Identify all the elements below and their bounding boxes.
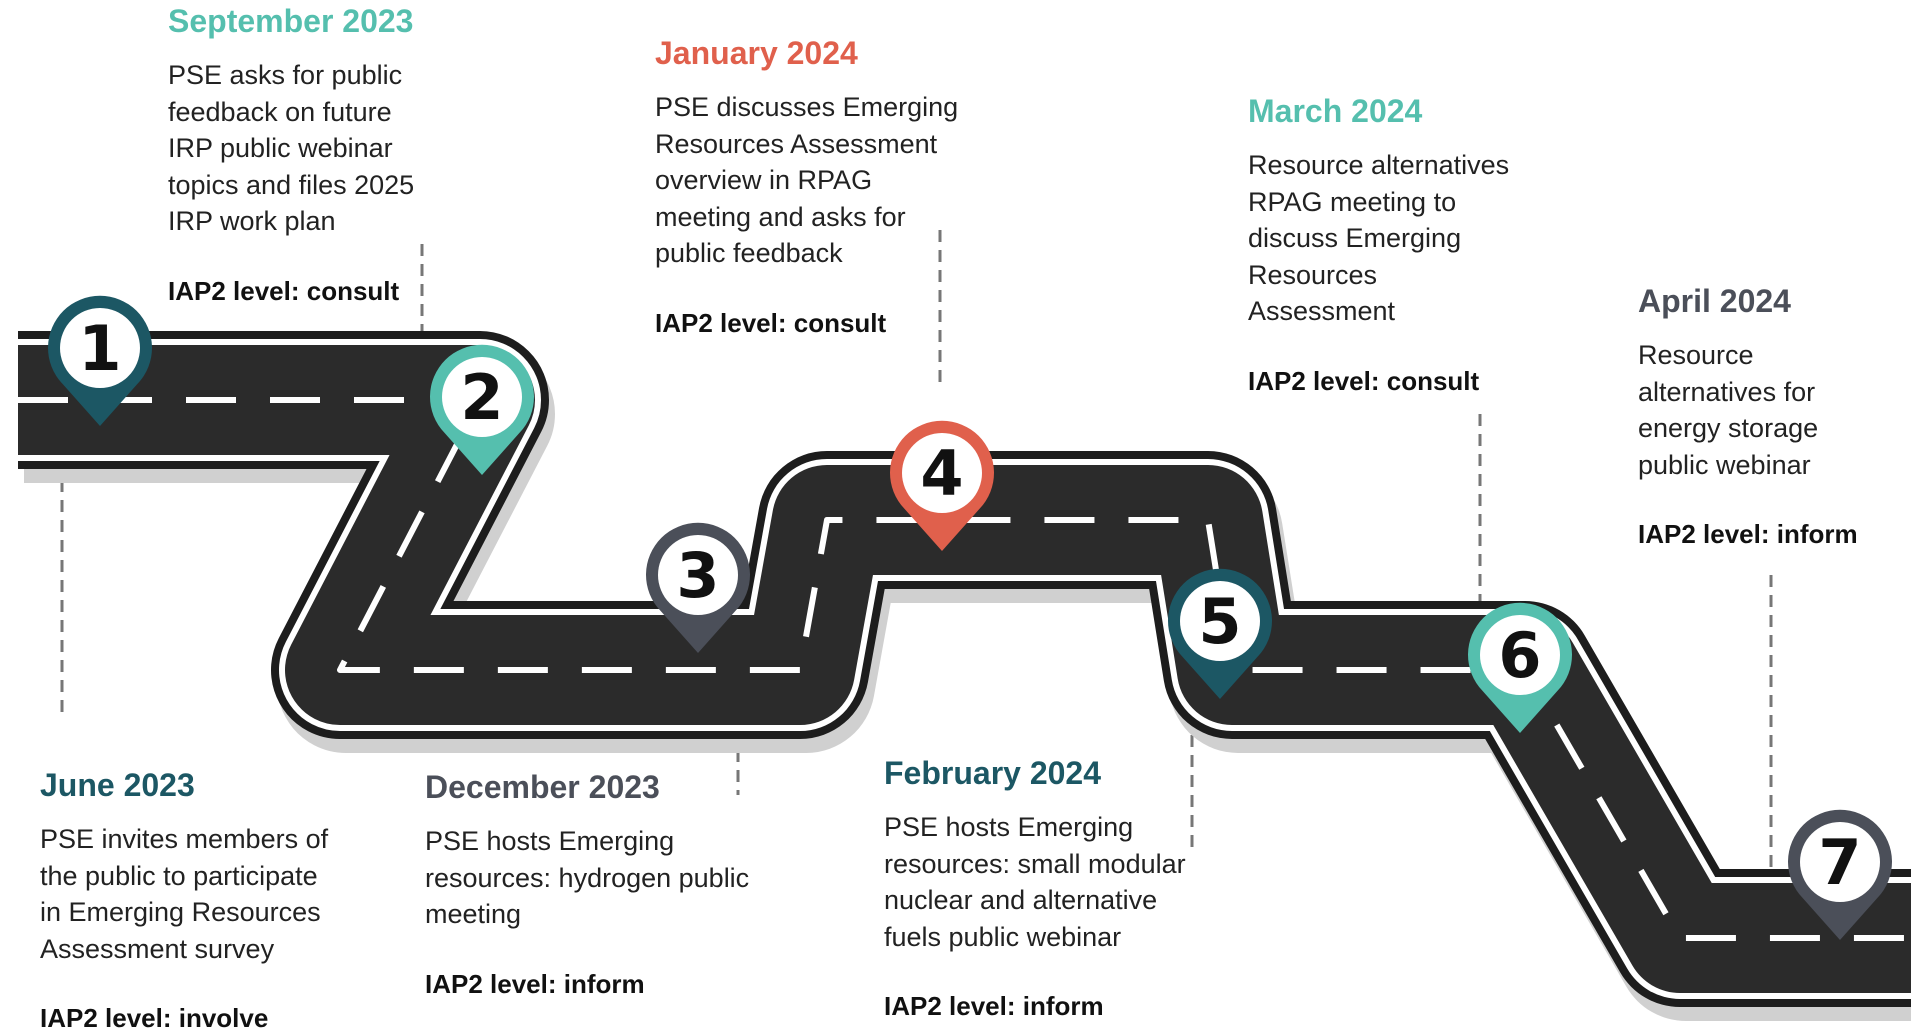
milestone-6-level: IAP2 level: consult	[1248, 365, 1480, 396]
milestone-5-description: PSE hosts Emerging resources: small modu…	[884, 812, 1186, 952]
map-pin-number: 1	[78, 312, 121, 385]
milestone-6-description: Resource alternatives RPAG meeting to di…	[1248, 150, 1510, 327]
map-pin-number: 3	[676, 539, 719, 612]
milestone-7-date: April 2024	[1638, 283, 1791, 319]
milestone-5-level: IAP2 level: inform	[884, 991, 1104, 1022]
map-pin-7: 7	[1788, 809, 1892, 940]
milestone-6-block: March 2024 Resource alternatives RPAG me…	[1248, 93, 1538, 397]
map-pin-4: 4	[890, 420, 995, 551]
milestone-2-block: September 2023 PSE asks for public feedb…	[168, 3, 468, 307]
milestone-3-date: December 2023	[425, 769, 660, 805]
map-pin-number: 7	[1818, 826, 1861, 899]
milestone-7-description: Resource alternatives for energy storage…	[1638, 340, 1819, 480]
map-pin-2: 2	[430, 344, 534, 475]
milestone-7-block: April 2024 Resource alternatives for ene…	[1638, 283, 1888, 550]
map-pin-5: 5	[1168, 568, 1273, 699]
map-pin-1: 1	[48, 295, 153, 426]
milestone-1-date: June 2023	[40, 767, 195, 803]
milestone-6-date: March 2024	[1248, 93, 1423, 129]
milestone-3-level: IAP2 level: inform	[425, 968, 645, 999]
milestone-1-description: PSE invites members of the public to par…	[40, 824, 329, 964]
milestone-5-block: February 2024 PSE hosts Emerging resourc…	[884, 755, 1204, 1022]
milestone-4-date: January 2024	[655, 35, 858, 71]
milestone-5-date: February 2024	[884, 755, 1102, 791]
milestone-4-block: January 2024 PSE discusses Emerging Reso…	[655, 35, 975, 339]
milestone-1-block: June 2023 PSE invites members of the pub…	[40, 767, 360, 1034]
map-pin-number: 5	[1198, 585, 1241, 658]
milestone-2-description: PSE asks for public feedback on future I…	[168, 60, 415, 237]
milestone-3-description: PSE hosts Emerging resources: hydrogen p…	[425, 826, 750, 930]
map-pin-3: 3	[646, 522, 750, 653]
map-pin-6: 6	[1468, 602, 1572, 733]
map-pin-number: 2	[460, 361, 503, 434]
milestone-2-date: September 2023	[168, 3, 414, 39]
milestone-7-level: IAP2 level: inform	[1638, 519, 1858, 550]
milestone-3-block: December 2023 PSE hosts Emerging resourc…	[425, 769, 765, 1000]
map-pin-number: 6	[1498, 619, 1541, 692]
milestone-4-level: IAP2 level: consult	[655, 307, 887, 338]
milestone-1-level: IAP2 level: involve	[40, 1003, 269, 1034]
map-pin-number: 4	[920, 437, 963, 510]
milestone-2-level: IAP2 level: consult	[168, 275, 400, 306]
milestone-4-description: PSE discusses Emerging Resources Assessm…	[655, 92, 959, 269]
